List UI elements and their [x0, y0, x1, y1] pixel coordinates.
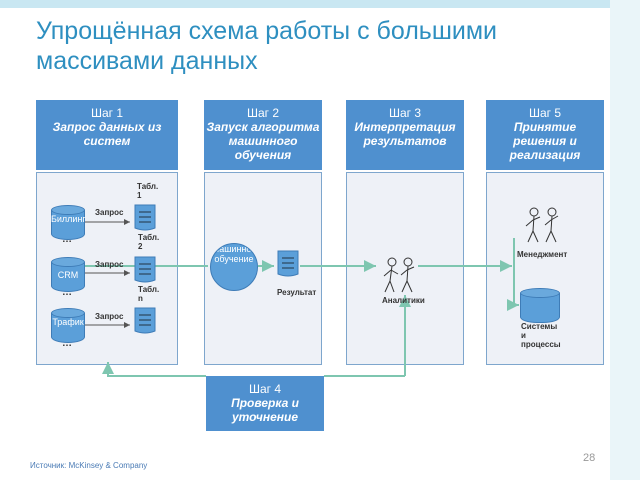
feedback-loop-line: [102, 362, 206, 377]
systems-database-icon: [520, 288, 560, 324]
step1-header: Шаг 1 Запрос данных из систем: [36, 100, 178, 170]
result-document-icon: [277, 250, 299, 277]
step2-header: Шаг 2 Запуск алгоритма машинного обучени…: [204, 100, 322, 170]
management-icon: [525, 207, 559, 243]
billing-database-icon: Биллинг: [51, 205, 86, 241]
table-n-document-icon: [134, 307, 156, 334]
machine-learning-node: Машинное обучение: [210, 243, 258, 291]
step5-title: Шаг 5: [528, 106, 562, 120]
top-accent-bar: [0, 0, 640, 8]
table-1-document-icon: [134, 204, 156, 231]
step4-subtitle: Проверка и уточнение: [231, 396, 299, 424]
step1-title: Шаг 1: [90, 106, 124, 120]
request-label-1: Запрос: [95, 208, 124, 217]
crm-ellipsis: …: [62, 287, 72, 298]
step5-subtitle: Принятие решения и реализация: [509, 120, 581, 162]
step3-header: Шаг 3 Интерпретация результатов: [346, 100, 464, 170]
traffic-database-icon: Трафик: [51, 308, 85, 344]
step3-subtitle: Интерпретация результатов: [354, 120, 456, 148]
systems-label: Системы и процессы: [521, 322, 561, 349]
step5-header: Шаг 5 Принятие решения и реализация: [486, 100, 604, 170]
step2-title: Шаг 2: [246, 106, 280, 120]
request-label-2: Запрос: [95, 260, 124, 269]
crm-database-icon: CRM: [51, 257, 85, 293]
slide-title: Упрощённая схема работы с большими масси…: [36, 17, 497, 75]
management-label: Менеджмент: [517, 250, 568, 259]
source-note: Источник: McKinsey & Company: [30, 461, 148, 470]
page-number: 28: [583, 452, 596, 464]
analysts-icon: [383, 257, 415, 293]
step4-title: Шаг 4: [248, 382, 282, 396]
step3-title: Шаг 3: [388, 106, 422, 120]
billing-ellipsis: …: [62, 234, 72, 245]
table-n-label: Табл. n: [138, 285, 160, 303]
billing-label: Биллинг: [51, 214, 86, 224]
traffic-label: Трафик: [52, 317, 84, 327]
request-label-3: Запрос: [95, 312, 124, 321]
step4-box: Шаг 4 Проверка и уточнение: [206, 376, 324, 431]
step1-subtitle: Запрос данных из систем: [52, 120, 162, 148]
table-2-document-icon: [134, 256, 156, 283]
traffic-ellipsis: …: [62, 338, 72, 349]
crm-label: CRM: [57, 270, 79, 280]
right-accent-band: [610, 0, 640, 480]
table-2-label: Табл. 2: [138, 233, 160, 251]
table-1-label: Табл. 1: [137, 182, 159, 200]
result-label: Результат: [277, 288, 317, 297]
machine-learning-label: Машинное обучение: [211, 244, 257, 264]
step2-subtitle: Запуск алгоритма машинного обучения: [206, 120, 320, 162]
analysts-label: Аналитики: [382, 296, 425, 305]
